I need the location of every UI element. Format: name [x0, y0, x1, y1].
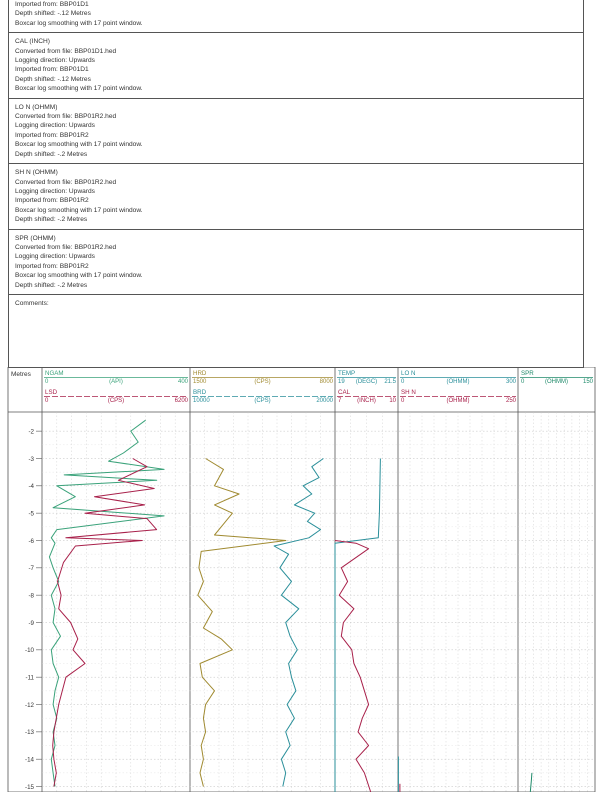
- log-curve-temp: [334, 458, 381, 792]
- log-curve-lsd: [52, 458, 158, 787]
- depth-tick-label: -4: [28, 483, 34, 490]
- note-block: SH N (OHMM)Converted from file: BBP01R2.…: [9, 164, 583, 230]
- scale-max: 10: [389, 398, 396, 404]
- curve-name-ngam: NGAM: [45, 370, 64, 377]
- scale-max: 400: [178, 379, 189, 385]
- scale-min: 0: [521, 379, 525, 385]
- scale-max: 6200: [175, 398, 189, 404]
- note-line: Depth shifted: -.2 Metres: [15, 150, 88, 158]
- scale-min: 1500: [193, 379, 207, 385]
- note-line: Converted from file: BBP01D1.hed: [15, 47, 117, 55]
- scale-unit: (INCH): [357, 398, 376, 404]
- note-line: Boxcar log smoothing with 17 point windo…: [15, 206, 143, 214]
- note-line: Logging direction: Upwards: [15, 122, 95, 130]
- curve-name-lon: LO N: [401, 370, 415, 377]
- chart-frame: [7, 367, 596, 792]
- note-line: Logging direction: Upwards: [15, 187, 95, 195]
- note-title: CAL (INCH): [15, 38, 50, 46]
- depth-tick-label: -7: [28, 565, 34, 572]
- curve-name-brd: BRD: [193, 389, 207, 396]
- scale-max: 300: [506, 379, 517, 385]
- depth-tick-label: -6: [28, 538, 34, 545]
- scale-max: 21.5: [384, 379, 396, 385]
- depth-tick-label: -13: [25, 729, 35, 736]
- scale-unit: (CPS): [108, 398, 124, 404]
- curve-name-temp: TEMP: [338, 370, 355, 377]
- scale-unit: (OHMM): [545, 379, 568, 385]
- scale-unit: (CPS): [254, 398, 270, 404]
- note-line: Boxcar log smoothing with 17 point windo…: [15, 141, 143, 149]
- note-line: Boxcar log smoothing with 17 point windo…: [15, 272, 143, 280]
- log-curve-cal: [334, 540, 372, 792]
- note-line: Depth shifted: -.12 Metres: [15, 75, 91, 83]
- scale-min: 0: [401, 379, 405, 385]
- note-block-comments: Comments:: [9, 295, 583, 312]
- note-block: LO N (OHMM) Converted from file: BBP01R2.…: [9, 99, 583, 165]
- scale-min: 0: [401, 398, 405, 404]
- scale-min: 19: [338, 379, 345, 385]
- scale-min: 7: [338, 398, 342, 404]
- note-title: SPR (OHMM): [15, 234, 56, 242]
- note-line: Imported from: BBP01D1: [15, 66, 89, 74]
- curve-name-shn: SH N: [401, 389, 416, 396]
- curve-name-cal: CAL: [338, 389, 351, 396]
- depth-tick-label: -11: [26, 674, 35, 681]
- note-title: LO N (OHMM): [15, 103, 58, 111]
- note-line: Converted from file: BBP01R2.hed: [15, 178, 117, 186]
- scale-min: 10000: [193, 398, 210, 404]
- note-line: Converted from file: BBP01R2.hed: [15, 113, 117, 121]
- log-curve-hrd: [197, 458, 287, 787]
- scale-min: 0: [45, 379, 49, 385]
- log-curve-ngam: [48, 419, 165, 787]
- note-line: Depth shifted: -.2 Metres: [15, 216, 88, 224]
- curve-name-lsd: LSD: [45, 389, 58, 396]
- note-line: Logging direction: Upwards: [15, 57, 95, 65]
- depth-tick-label: -14: [25, 756, 35, 763]
- comments-label: Comments:: [15, 299, 49, 307]
- note-title: SH N (OHMM): [15, 169, 58, 177]
- note-line: Boxcar log smoothing with 17 point windo…: [15, 19, 143, 27]
- note-line: Logging direction: Upwards: [15, 253, 95, 261]
- note-block: CAL (INCH)Converted from file: BBP01D1.h…: [9, 33, 583, 99]
- scale-unit: (OHMM): [447, 398, 470, 404]
- scale-max: 250: [506, 398, 517, 404]
- curve-name-hrd: HRD: [193, 370, 207, 377]
- well-log-chart: Metres -2 -3 -4 -5 -6 -7 -8 -9 -10 -11 -12 -13 -14 -15…: [7, 367, 596, 792]
- scale-unit: (API): [109, 379, 123, 385]
- note-line: Imported from: BBP01R2: [15, 197, 89, 205]
- note-line: Imported from: BBP01R2: [15, 262, 89, 270]
- depth-tick-label: -10: [25, 647, 35, 654]
- depth-tick-label: -8: [28, 592, 34, 599]
- note-line: Imported from: BBP01R2: [15, 131, 89, 139]
- scale-max: 20000: [316, 398, 333, 404]
- scale-max: 150: [583, 379, 594, 385]
- depth-tick-label: -2: [28, 428, 34, 435]
- note-line: Depth shifted: -.12 Metres: [15, 10, 91, 18]
- curve-name-spr: SPR: [521, 370, 534, 377]
- depth-tick-label: -15: [25, 784, 35, 791]
- depth-tick-label: -9: [28, 620, 34, 627]
- note-line: Boxcar log smoothing with 17 point windo…: [15, 85, 143, 93]
- log-curve-brd: [273, 458, 324, 787]
- depth-tick-label: -3: [28, 456, 34, 463]
- note-line: Imported from: BBP01D1: [15, 1, 89, 8]
- scale-min: 0: [45, 398, 49, 404]
- scale-unit: (OHMM): [447, 379, 470, 385]
- scale-unit: (CPS): [254, 379, 270, 385]
- depth-tick-label: -12: [25, 702, 35, 709]
- scale-unit: (DEGC): [356, 379, 377, 385]
- note-line: Depth shifted: -.2 Metres: [15, 281, 88, 289]
- note-block: SPR (OHMM)Converted from file: BBP01R2.h…: [9, 230, 583, 295]
- note-line: Converted from file: BBP01R2.hed: [15, 243, 117, 251]
- depth-tick-label: -5: [28, 510, 34, 517]
- depth-axis-label: Metres: [11, 371, 32, 378]
- scale-max: 8000: [320, 379, 334, 385]
- log-curve-spr: [529, 772, 533, 792]
